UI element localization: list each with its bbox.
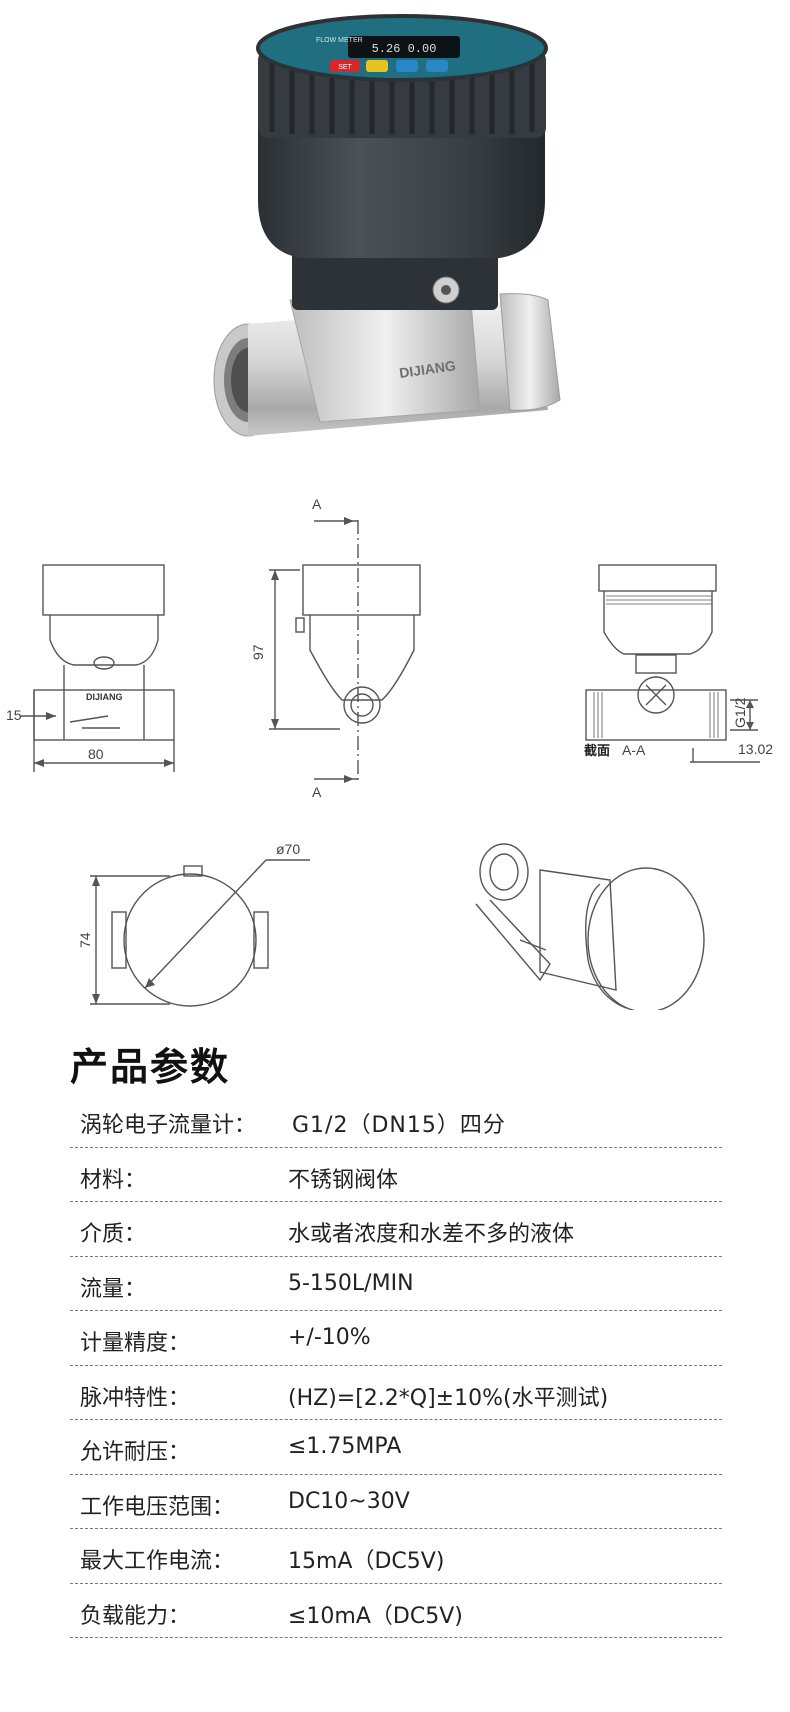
set-button-label: SET — [338, 64, 352, 71]
param-value: 5-150L/MIN — [288, 1270, 414, 1296]
dim-offset: 15 — [6, 707, 22, 723]
section-marker-top: A — [312, 496, 322, 512]
param-label: 材料： — [80, 1167, 147, 1193]
dim-width: 80 — [88, 746, 104, 762]
section-view — [585, 564, 760, 763]
section-marker-bottom: A — [312, 784, 322, 800]
param-row: 介质： 水或者浓度和水差不多的液体 — [70, 1202, 722, 1257]
param-label: 介质： — [80, 1222, 147, 1247]
param-label: 工作电压范围： — [80, 1494, 235, 1520]
params-table: 涡轮电子流量计： G1/2（DN15）四分 材料： 不锈钢阀体 介质： 水或者浓… — [70, 1093, 722, 1638]
param-label: 流量： — [80, 1276, 147, 1302]
param-row: 涡轮电子流量计： G1/2（DN15）四分 — [70, 1093, 722, 1148]
param-value: 15mA（DC5V) — [288, 1549, 445, 1574]
param-row: 脉冲特性： (HZ)=[2.2*Q]±10%(水平测试) — [70, 1366, 722, 1420]
param-value: DC10~30V — [288, 1488, 410, 1514]
param-label: 脉冲特性： — [80, 1385, 191, 1411]
brand-engraving: DIJIANG — [398, 357, 457, 381]
param-row: 工作电压范围： DC10~30V — [70, 1475, 722, 1529]
product-photo: DIJIANG 5.26 0.00 FLOW METER SET — [213, 14, 561, 437]
param-value: (HZ)=[2.2*Q]±10%(水平测试) — [288, 1385, 609, 1411]
top-view — [90, 859, 310, 1007]
svg-text:5.26 0.00: 5.26 0.00 — [372, 42, 437, 56]
param-row: 计量精度： +/-10% — [70, 1311, 722, 1366]
param-label: 计量精度： — [80, 1331, 191, 1356]
param-value: ≤1.75MPA — [288, 1434, 402, 1459]
param-label: 允许耐压： — [80, 1440, 191, 1465]
thread-depth: 13.02 — [738, 741, 773, 757]
dim-height: 97 — [250, 644, 266, 660]
param-value: 不锈钢阀体 — [288, 1167, 399, 1193]
params-title: 产品参数 — [70, 1045, 231, 1089]
param-value: ≤10mA（DC5V) — [288, 1603, 463, 1629]
param-label: 最大工作电流： — [80, 1549, 235, 1574]
dim-74: 74 — [77, 932, 93, 948]
param-row: 流量： 5-150L/MIN — [70, 1257, 722, 1311]
param-value: G1/2（DN15）四分 — [292, 1113, 506, 1138]
isometric-view — [475, 843, 705, 1010]
section-label: 截面 — [584, 743, 610, 759]
technical-drawings: A A 97 80 15 DIJIANG 截面 A-A G1/2 13.02 ø… — [6, 496, 773, 1010]
param-row: 材料： 不锈钢阀体 — [70, 1148, 722, 1202]
display-label: FLOW METER — [316, 37, 363, 44]
param-value: +/-10% — [288, 1325, 371, 1350]
dim-diameter: ø70 — [276, 841, 300, 857]
param-row: 负载能力： ≤10mA（DC5V) — [70, 1584, 722, 1638]
thread-size: G1/2 — [732, 697, 748, 728]
param-row: 允许耐压： ≤1.75MPA — [70, 1420, 722, 1475]
front-view — [20, 564, 175, 772]
front-logo: DIJIANG — [86, 692, 123, 702]
param-label: 涡轮电子流量计： — [80, 1113, 257, 1138]
side-view — [269, 520, 421, 780]
section-name: A-A — [622, 742, 646, 758]
param-row: 最大工作电流： 15mA（DC5V) — [70, 1529, 722, 1584]
param-label: 负载能力： — [80, 1603, 191, 1629]
param-value: 水或者浓度和水差不多的液体 — [288, 1222, 575, 1247]
